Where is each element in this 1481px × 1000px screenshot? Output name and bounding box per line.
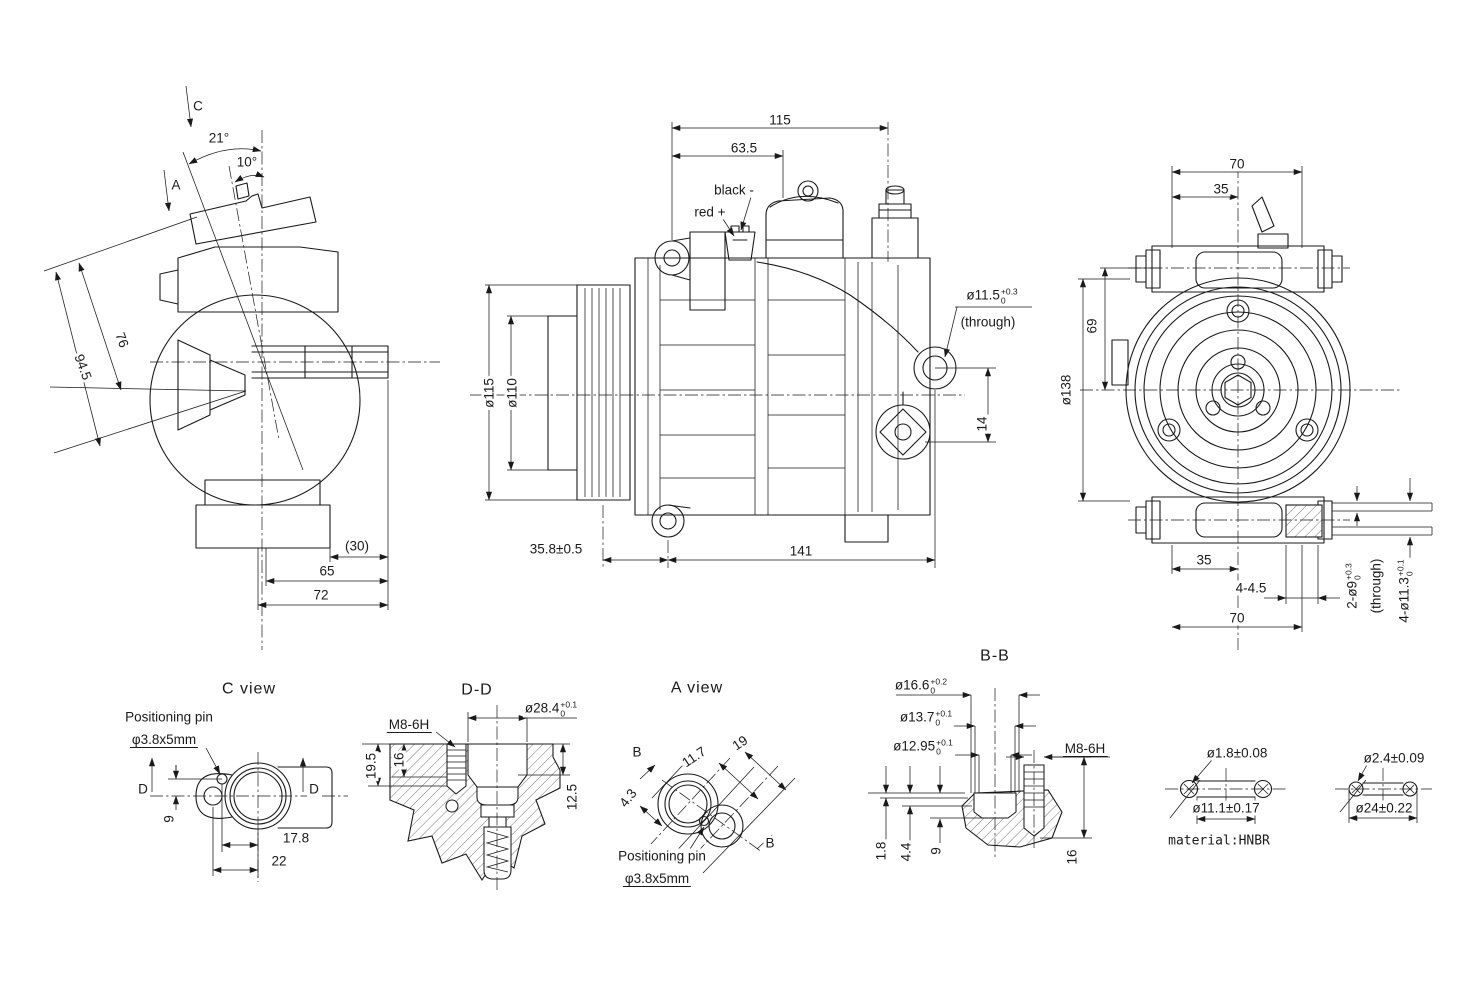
dim-length-141: 141: [787, 543, 815, 559]
angle-10-label: 10°: [234, 154, 260, 170]
dd-view-title: D-D: [459, 681, 495, 699]
dd-dim-19-5: 19.5: [363, 750, 379, 782]
oring-small-cross-section: ø1.8±0.08: [1204, 745, 1270, 761]
c-view-dim-22: 22: [269, 853, 289, 869]
bb-thread-label: M8-6H: [1062, 741, 1108, 757]
front-view-linework: [470, 122, 1032, 568]
oring-material-note: material:HNBR: [1166, 833, 1272, 849]
c-view-dim-9: 9: [161, 813, 177, 825]
angle-21-label: 21°: [206, 130, 232, 146]
dia-pulley-inner: ø110: [504, 376, 520, 410]
section-d-left: D: [136, 781, 150, 797]
bb-dim-1-8: 1.8: [873, 839, 889, 863]
dim-ref-30: (30): [342, 538, 372, 554]
section-d-right: D: [307, 781, 321, 797]
oring-small-inner-dia: ø11.1±0.17: [1190, 800, 1262, 816]
dim-63-5: 63.5: [728, 140, 760, 156]
view-marker-c: C: [191, 98, 205, 114]
view-marker-a: A: [169, 177, 183, 193]
bb-view-title: B-B: [978, 647, 1012, 665]
a-view-title: A view: [668, 679, 726, 697]
dd-view-linework: [362, 705, 577, 893]
dim-69: 69: [1084, 316, 1100, 336]
dd-dim-16: 16: [391, 750, 407, 770]
dim-70-top: 70: [1227, 156, 1247, 172]
wire-black-label: black -: [712, 182, 756, 198]
pin-holes-note: (through): [1368, 556, 1384, 616]
dim-14: 14: [974, 414, 990, 434]
a-view-pin-note-1: Positioning pin: [616, 848, 708, 864]
dim-72: 72: [311, 587, 331, 603]
oring-large-linework: [1335, 762, 1432, 823]
dia-pulley-outer: ø115: [481, 376, 497, 410]
dia-body-138: ø138: [1058, 372, 1074, 408]
a-view-pin-note-2: φ3.8x5mm: [622, 871, 692, 887]
left-view-linework: [43, 85, 440, 650]
c-view-dim-17-8: 17.8: [280, 830, 312, 846]
dim-35-top: 35: [1211, 181, 1231, 197]
bb-dim-4-4: 4.4: [898, 840, 914, 864]
bb-view-linework: [868, 688, 1110, 858]
bb-dim-9: 9: [928, 845, 944, 857]
dd-thread-label: M8-6H: [386, 717, 432, 733]
section-b-top: B: [630, 744, 644, 760]
dim-70-bottom: 70: [1227, 610, 1247, 626]
c-view-title: C view: [219, 680, 279, 698]
mount-hole-note: (through): [958, 314, 1018, 330]
dim-35-bottom: 35: [1194, 552, 1214, 568]
bb-dim-16: 16: [1064, 847, 1080, 867]
c-view-pin-note-2: φ3.8x5mm: [129, 732, 199, 748]
wire-red-label: red +: [692, 204, 728, 220]
dim-65: 65: [317, 563, 337, 579]
dim-pulley-width: 35.8±0.5: [527, 541, 585, 557]
c-view-linework: [148, 747, 348, 882]
dim-4-45: 4-4.5: [1233, 580, 1269, 596]
dd-dim-12-5: 12.5: [564, 781, 580, 813]
section-b-bottom: B: [763, 835, 777, 851]
oring-large-outer-dia: ø24±0.22: [1353, 800, 1415, 816]
oring-large-cross-section: ø2.4±0.09: [1361, 750, 1427, 766]
dim-115: 115: [767, 112, 793, 128]
c-view-pin-note-1: Positioning pin: [123, 709, 215, 725]
rear-view-linework: [1078, 165, 1433, 650]
